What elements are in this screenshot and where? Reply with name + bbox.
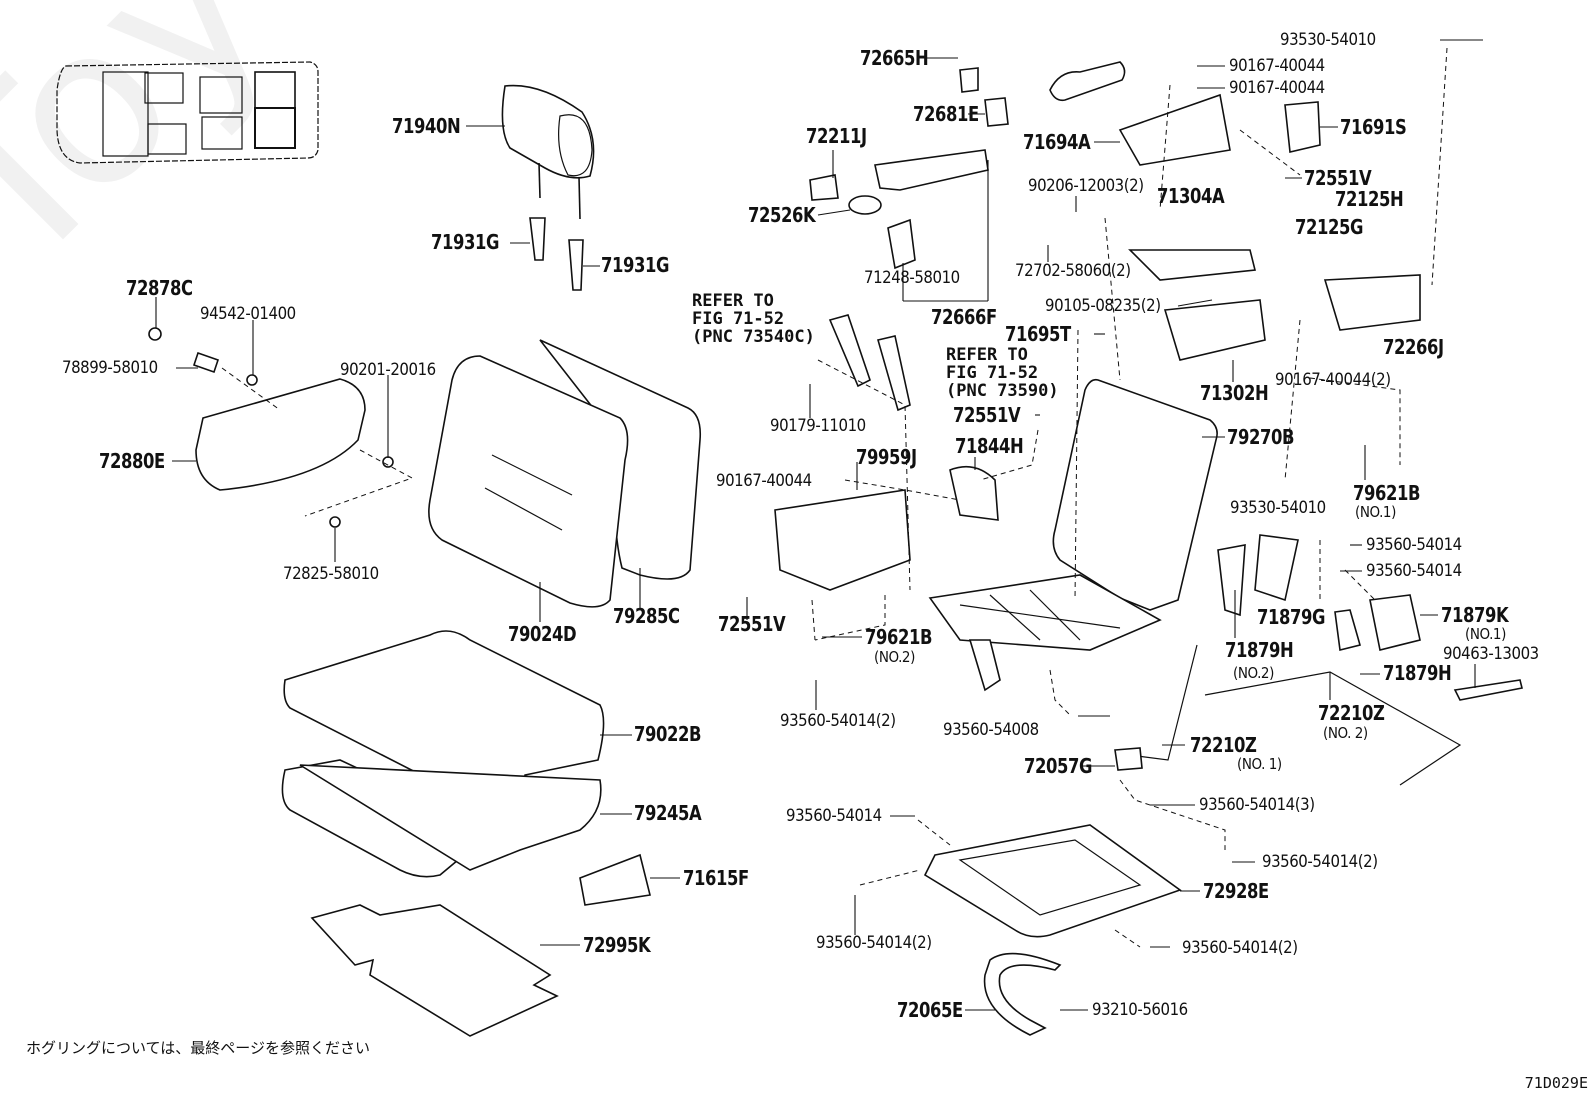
- part-label[interactable]: 72266J: [1383, 335, 1444, 359]
- footnote-jp: ホグリングについては、最終ページを参照ください: [26, 1039, 370, 1057]
- part-label[interactable]: 72210Z: [1190, 733, 1257, 757]
- part-label[interactable]: 79621B: [1353, 481, 1421, 505]
- part-label[interactable]: 72666F: [931, 305, 997, 329]
- part-label[interactable]: 72681E: [913, 102, 979, 126]
- part-label[interactable]: 79959J: [856, 445, 917, 469]
- part-label[interactable]: 79022B: [634, 722, 702, 746]
- part-label[interactable]: 93560-54014(2): [1182, 938, 1298, 958]
- part-label[interactable]: 72065E: [897, 998, 963, 1022]
- part-label[interactable]: 78899-58010: [62, 358, 158, 378]
- part-label[interactable]: 93560-54014(2): [1262, 852, 1378, 872]
- part-label[interactable]: 71931G: [601, 253, 670, 277]
- part-label[interactable]: 93210-56016: [1092, 1000, 1188, 1020]
- part-note: (NO.2): [874, 648, 915, 666]
- part-label[interactable]: 90167-40044: [1229, 56, 1325, 76]
- part-note: (NO.1): [1465, 625, 1506, 643]
- part-label[interactable]: 93560-54014(2): [816, 933, 932, 953]
- part-label[interactable]: 79270B: [1227, 425, 1295, 449]
- part-label[interactable]: 71879K: [1441, 603, 1509, 627]
- part-label[interactable]: 94542-01400: [200, 304, 296, 324]
- part-label[interactable]: 71879G: [1257, 605, 1326, 629]
- part-note: (NO.2): [1233, 664, 1274, 682]
- part-label[interactable]: 90206-12003(2): [1028, 176, 1144, 196]
- part-label[interactable]: 79024D: [508, 622, 577, 646]
- part-label[interactable]: 90105-08235(2): [1045, 296, 1161, 316]
- part-label[interactable]: 93530-54010: [1280, 30, 1376, 50]
- reference-note-73590: REFER TO FIG 71-52 (PNC 73590): [946, 345, 1059, 401]
- part-label[interactable]: 72551V: [1304, 166, 1372, 190]
- part-note: (NO. 1): [1237, 755, 1282, 773]
- part-label[interactable]: 93560-54014: [1366, 535, 1462, 555]
- vehicle-seat-locator-icon: [56, 61, 319, 164]
- part-label[interactable]: 72526K: [748, 203, 816, 227]
- part-label[interactable]: 90201-20016: [340, 360, 436, 380]
- assembly-dash-lines: [811, 47, 1448, 948]
- part-label[interactable]: 71694A: [1023, 130, 1091, 154]
- part-label[interactable]: 79245A: [634, 801, 702, 825]
- reference-note-73540c: REFER TO FIG 71-52 (PNC 73540C): [692, 291, 815, 347]
- seat-leg-cover-drawing: [923, 824, 1182, 1036]
- part-label[interactable]: 79285C: [613, 604, 680, 628]
- leader-lines: [155, 39, 1483, 1011]
- part-label[interactable]: 72880E: [99, 449, 165, 473]
- part-label[interactable]: 72878C: [126, 276, 193, 300]
- part-label[interactable]: 72928E: [1203, 879, 1269, 903]
- part-label[interactable]: 72702-58060(2): [1015, 261, 1131, 281]
- headrest-drawing: [501, 84, 595, 291]
- part-label[interactable]: 72551V: [953, 403, 1021, 427]
- part-label[interactable]: 90179-11010: [770, 416, 866, 436]
- release-cable: [1114, 644, 1462, 786]
- part-label[interactable]: 71879H: [1383, 661, 1452, 685]
- armrest-drawing: [148, 327, 414, 528]
- part-note: (NO. 2): [1323, 724, 1368, 742]
- belt-and-covers: [774, 314, 1523, 701]
- part-label[interactable]: 71691S: [1340, 115, 1407, 139]
- part-label[interactable]: 90167-40044: [1229, 78, 1325, 98]
- part-label[interactable]: 72551V: [718, 612, 786, 636]
- part-label[interactable]: 71304A: [1157, 184, 1225, 208]
- part-label[interactable]: 79621B: [865, 625, 933, 649]
- part-label[interactable]: 90167-40044(2): [1275, 370, 1391, 390]
- upper-right-parts: [809, 61, 1321, 270]
- part-label[interactable]: 72211J: [806, 124, 867, 148]
- part-label[interactable]: 72665H: [860, 46, 929, 70]
- seat-frame-drawing: [928, 249, 1421, 692]
- part-label[interactable]: 71615F: [683, 866, 749, 890]
- part-label[interactable]: 72057G: [1024, 754, 1093, 778]
- part-label[interactable]: 93560-54014(3): [1199, 795, 1315, 815]
- part-label[interactable]: 72825-58010: [283, 564, 379, 584]
- part-label[interactable]: 71248-58010: [864, 268, 960, 288]
- part-label[interactable]: 72210Z: [1318, 701, 1385, 725]
- part-label[interactable]: 71931G: [431, 230, 500, 254]
- part-label[interactable]: 71302H: [1200, 381, 1269, 405]
- part-label[interactable]: 93560-54014: [1366, 561, 1462, 581]
- part-label[interactable]: 71940N: [392, 114, 461, 138]
- part-label[interactable]: 71879H: [1225, 638, 1294, 662]
- part-label[interactable]: 71695T: [1005, 322, 1071, 346]
- part-label[interactable]: 93560-54014: [786, 806, 882, 826]
- part-label[interactable]: 72125H: [1335, 187, 1404, 211]
- part-label[interactable]: 71844H: [955, 434, 1024, 458]
- figure-code: 71D029E: [1524, 1074, 1588, 1092]
- part-label[interactable]: 93560-54008: [943, 720, 1039, 740]
- part-label[interactable]: 90167-40044: [716, 471, 812, 491]
- part-note: (NO.1): [1355, 503, 1396, 521]
- part-label[interactable]: 72995K: [583, 933, 651, 957]
- part-label[interactable]: 93560-54014(2): [780, 711, 896, 731]
- part-label[interactable]: 90463-13003: [1443, 644, 1539, 664]
- part-label[interactable]: 72125G: [1295, 215, 1364, 239]
- seat-cushion-drawing: [281, 630, 651, 1037]
- seat-back-drawing: [428, 339, 702, 608]
- part-label[interactable]: 93530-54010: [1230, 498, 1326, 518]
